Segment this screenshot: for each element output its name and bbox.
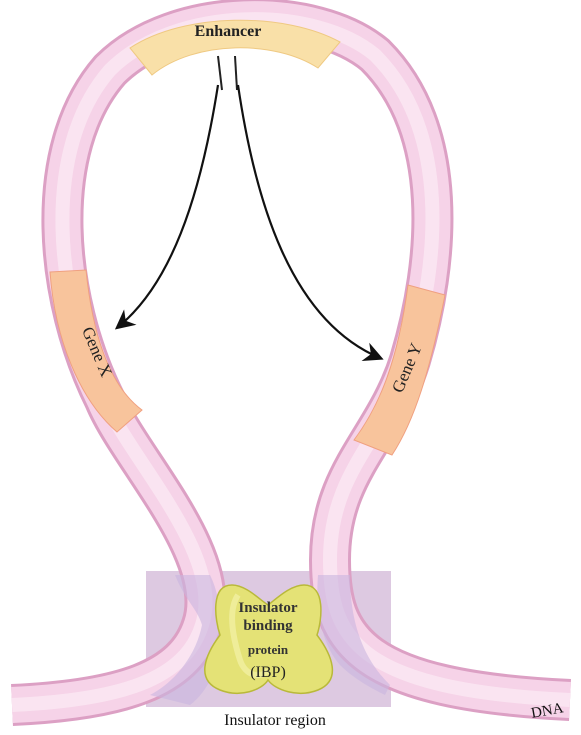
ibp-label-line4: (IBP): [250, 664, 286, 681]
ibp-label-line2: binding: [243, 618, 293, 634]
arrow-to-gene-y: [238, 85, 380, 358]
enhancer-label: Enhancer: [195, 23, 262, 40]
arrow-to-gene-x: [118, 85, 218, 327]
ibp-label-line3: protein: [248, 642, 289, 657]
ibp-label-line1: Insulator: [238, 600, 298, 616]
insulator-region-label: Insulator region: [224, 712, 326, 729]
enhancer-tick-right: [235, 56, 237, 90]
enhancer-tick-left: [218, 56, 222, 90]
